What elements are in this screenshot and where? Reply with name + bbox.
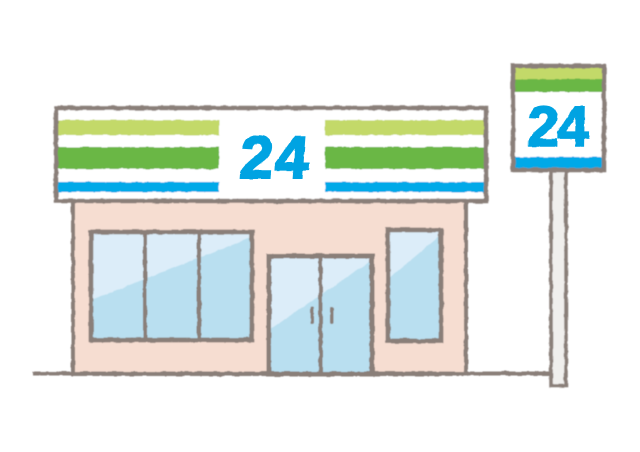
svg-text:2: 2: [238, 124, 276, 191]
svg-text:4: 4: [273, 124, 312, 191]
svg-text:4: 4: [557, 95, 590, 159]
svg-text:2: 2: [527, 95, 560, 159]
